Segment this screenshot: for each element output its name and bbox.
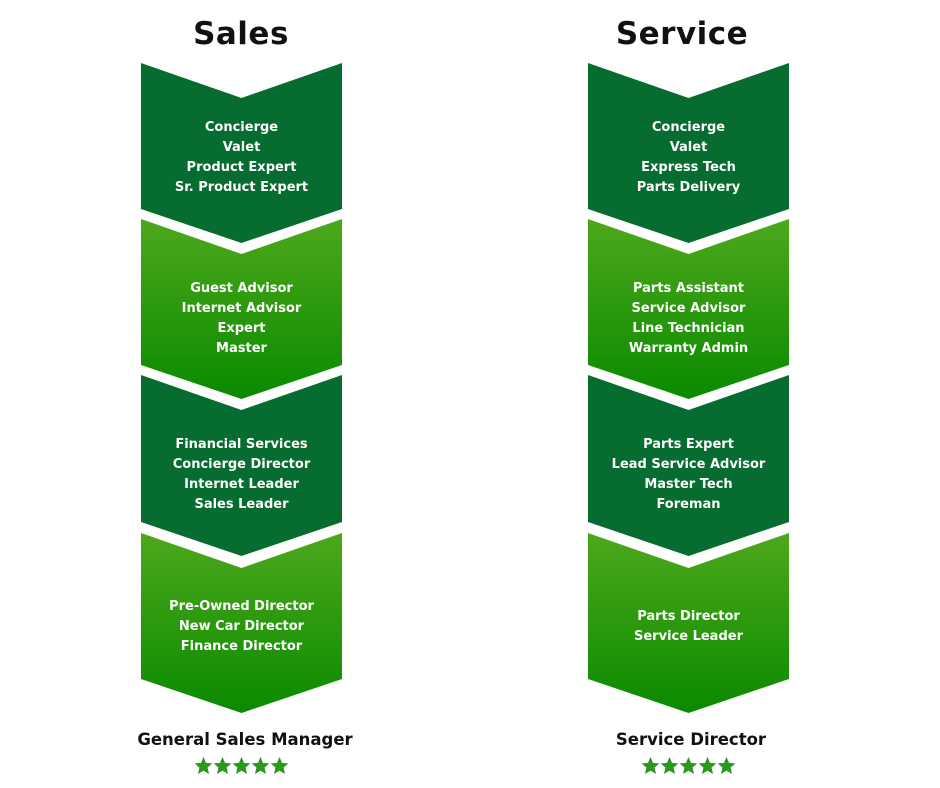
role-label: Master (216, 341, 267, 356)
role-label: Financial Services (175, 437, 308, 452)
service-chevron-3 (588, 375, 789, 556)
role-label: Valet (222, 140, 261, 155)
role-label: Foreman (656, 497, 721, 512)
service-top-role: Service Director (615, 730, 767, 749)
service-star-rating (538, 756, 838, 776)
service-chevron-4 (588, 533, 789, 713)
role-label: Parts Delivery (636, 180, 741, 195)
role-label: Concierge (651, 120, 726, 135)
star-icon (232, 756, 250, 774)
role-label: Warranty Admin (628, 341, 749, 356)
role-label: Expert (217, 321, 266, 336)
service-chevron-1 (588, 63, 789, 243)
role-label: Pre-Owned Director (169, 599, 314, 614)
role-label: New Car Director (178, 619, 305, 634)
role-label: Sr. Product Expert (174, 180, 309, 195)
service-column-title: Service (615, 16, 749, 52)
role-label: Valet (669, 140, 708, 155)
star-icon (698, 756, 716, 774)
star-icon (641, 756, 659, 774)
role-label: Lead Service Advisor (611, 457, 766, 472)
star-icon (679, 756, 697, 774)
role-label: Parts Expert (643, 437, 734, 452)
star-icon (270, 756, 288, 774)
sales-chevron-3 (141, 375, 342, 556)
sales-chevron-1 (141, 63, 342, 243)
role-label: Internet Advisor (181, 301, 302, 316)
role-label: Sales Leader (194, 497, 289, 512)
star-icon (251, 756, 269, 774)
role-label: Guest Advisor (190, 281, 293, 296)
role-label: Master Tech (644, 477, 733, 492)
star-icon (213, 756, 231, 774)
role-label: Internet Leader (184, 477, 299, 492)
star-icon (660, 756, 678, 774)
sales-chevron-4 (141, 533, 342, 713)
sales-star-rating (91, 756, 391, 776)
sales-top-role: General Sales Manager (137, 730, 353, 749)
role-label: Line Technician (632, 321, 745, 336)
role-label: Parts Assistant (632, 281, 745, 296)
role-label: Finance Director (180, 639, 303, 654)
role-label: Express Tech (641, 160, 736, 175)
star-icon (717, 756, 735, 774)
sales-column-title: Sales (193, 16, 289, 52)
role-label: Parts Director (637, 609, 740, 624)
service-chevron-2 (588, 219, 789, 399)
role-label: Service Leader (634, 629, 743, 644)
role-label: Concierge (204, 120, 279, 135)
role-label: Product Expert (186, 160, 297, 175)
role-label: Concierge Director (172, 457, 311, 472)
role-label: Service Advisor (631, 301, 746, 316)
sales-chevron-2 (141, 219, 342, 399)
star-icon (194, 756, 212, 774)
